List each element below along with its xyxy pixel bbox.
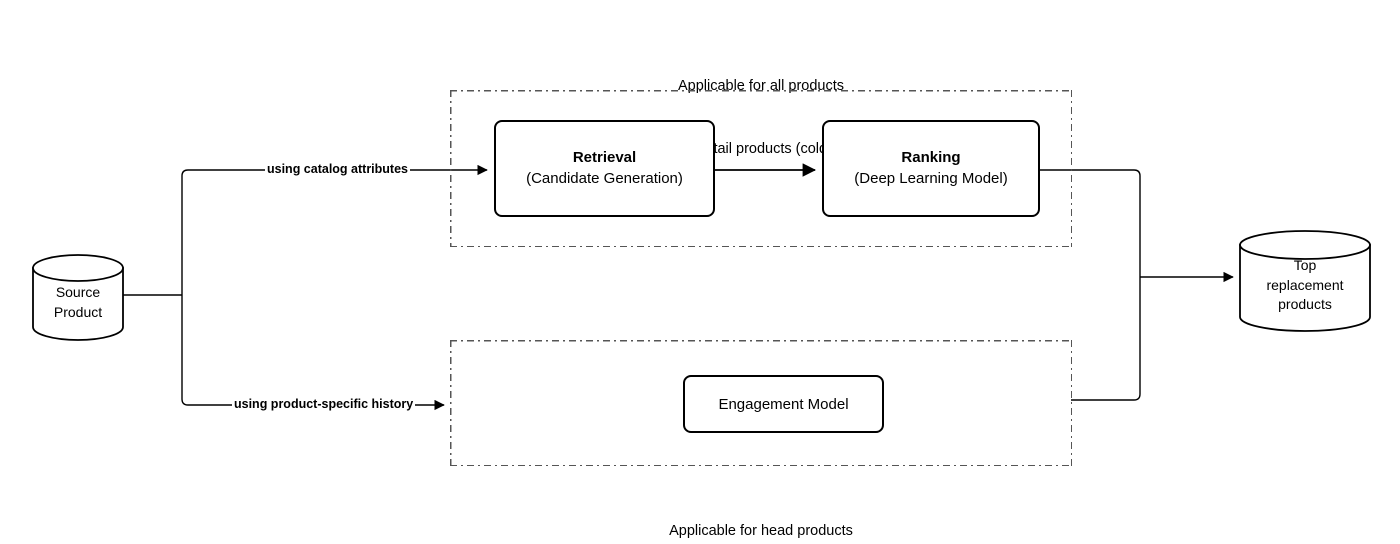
edge-to-engagement [181, 295, 445, 411]
ranking-title: Ranking [901, 149, 961, 167]
edge-to-retrieval [181, 164, 488, 295]
top-replacement-products-cylinder [1239, 230, 1371, 332]
edge-ranking-to-output [1040, 169, 1141, 277]
retrieval-subtitle: (Candidate Generation) [526, 169, 683, 187]
bottom-group-caption-line1: Applicable for head products [669, 523, 853, 540]
edge-label-product-specific-history: using product-specific history [232, 397, 416, 411]
ranking-box[interactable]: Ranking (Deep Learning Model) [822, 120, 1040, 217]
engagement-model-title: Engagement Model [718, 395, 849, 413]
engagement-model-box[interactable]: Engagement Model [683, 375, 884, 433]
edge-engagement-to-output [1071, 277, 1141, 401]
source-product-cylinder [32, 254, 124, 341]
retrieval-box[interactable]: Retrieval (Candidate Generation) [494, 120, 715, 217]
ranking-subtitle: (Deep Learning Model) [854, 169, 1008, 187]
edge-label-catalog-attributes: using catalog attributes [265, 162, 410, 176]
retrieval-title: Retrieval [572, 149, 637, 167]
bottom-group-caption: Applicable for head products [450, 479, 1072, 544]
